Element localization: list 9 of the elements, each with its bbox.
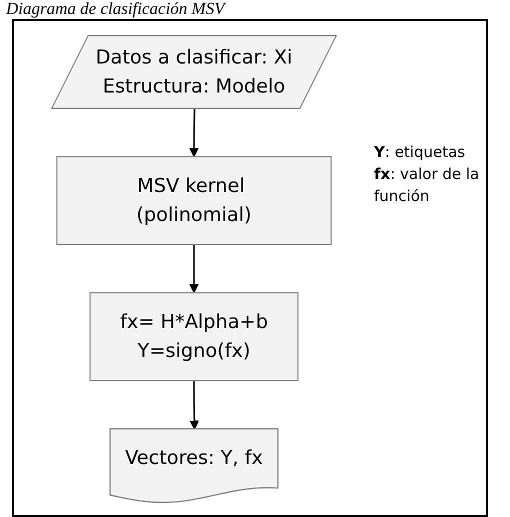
diagram-title: Diagrama de clasificación MSV — [6, 0, 225, 18]
arrow — [190, 380, 200, 430]
arrow — [189, 108, 199, 158]
node-box — [90, 292, 298, 382]
note-text: Y: etiquetas — [374, 142, 466, 163]
node-box — [56, 156, 332, 246]
diagram-frame: Datos a clasificar: Xi Estructura: Modelo MSV kernel (polinomial) fx= H*Alpha+b Y=signo(fx) Vectores: Y, fx Y: etiquetas fx: valor de la función — [12, 19, 488, 517]
arrow — [189, 244, 199, 294]
note-text: fx: valor de la función — [374, 164, 480, 207]
